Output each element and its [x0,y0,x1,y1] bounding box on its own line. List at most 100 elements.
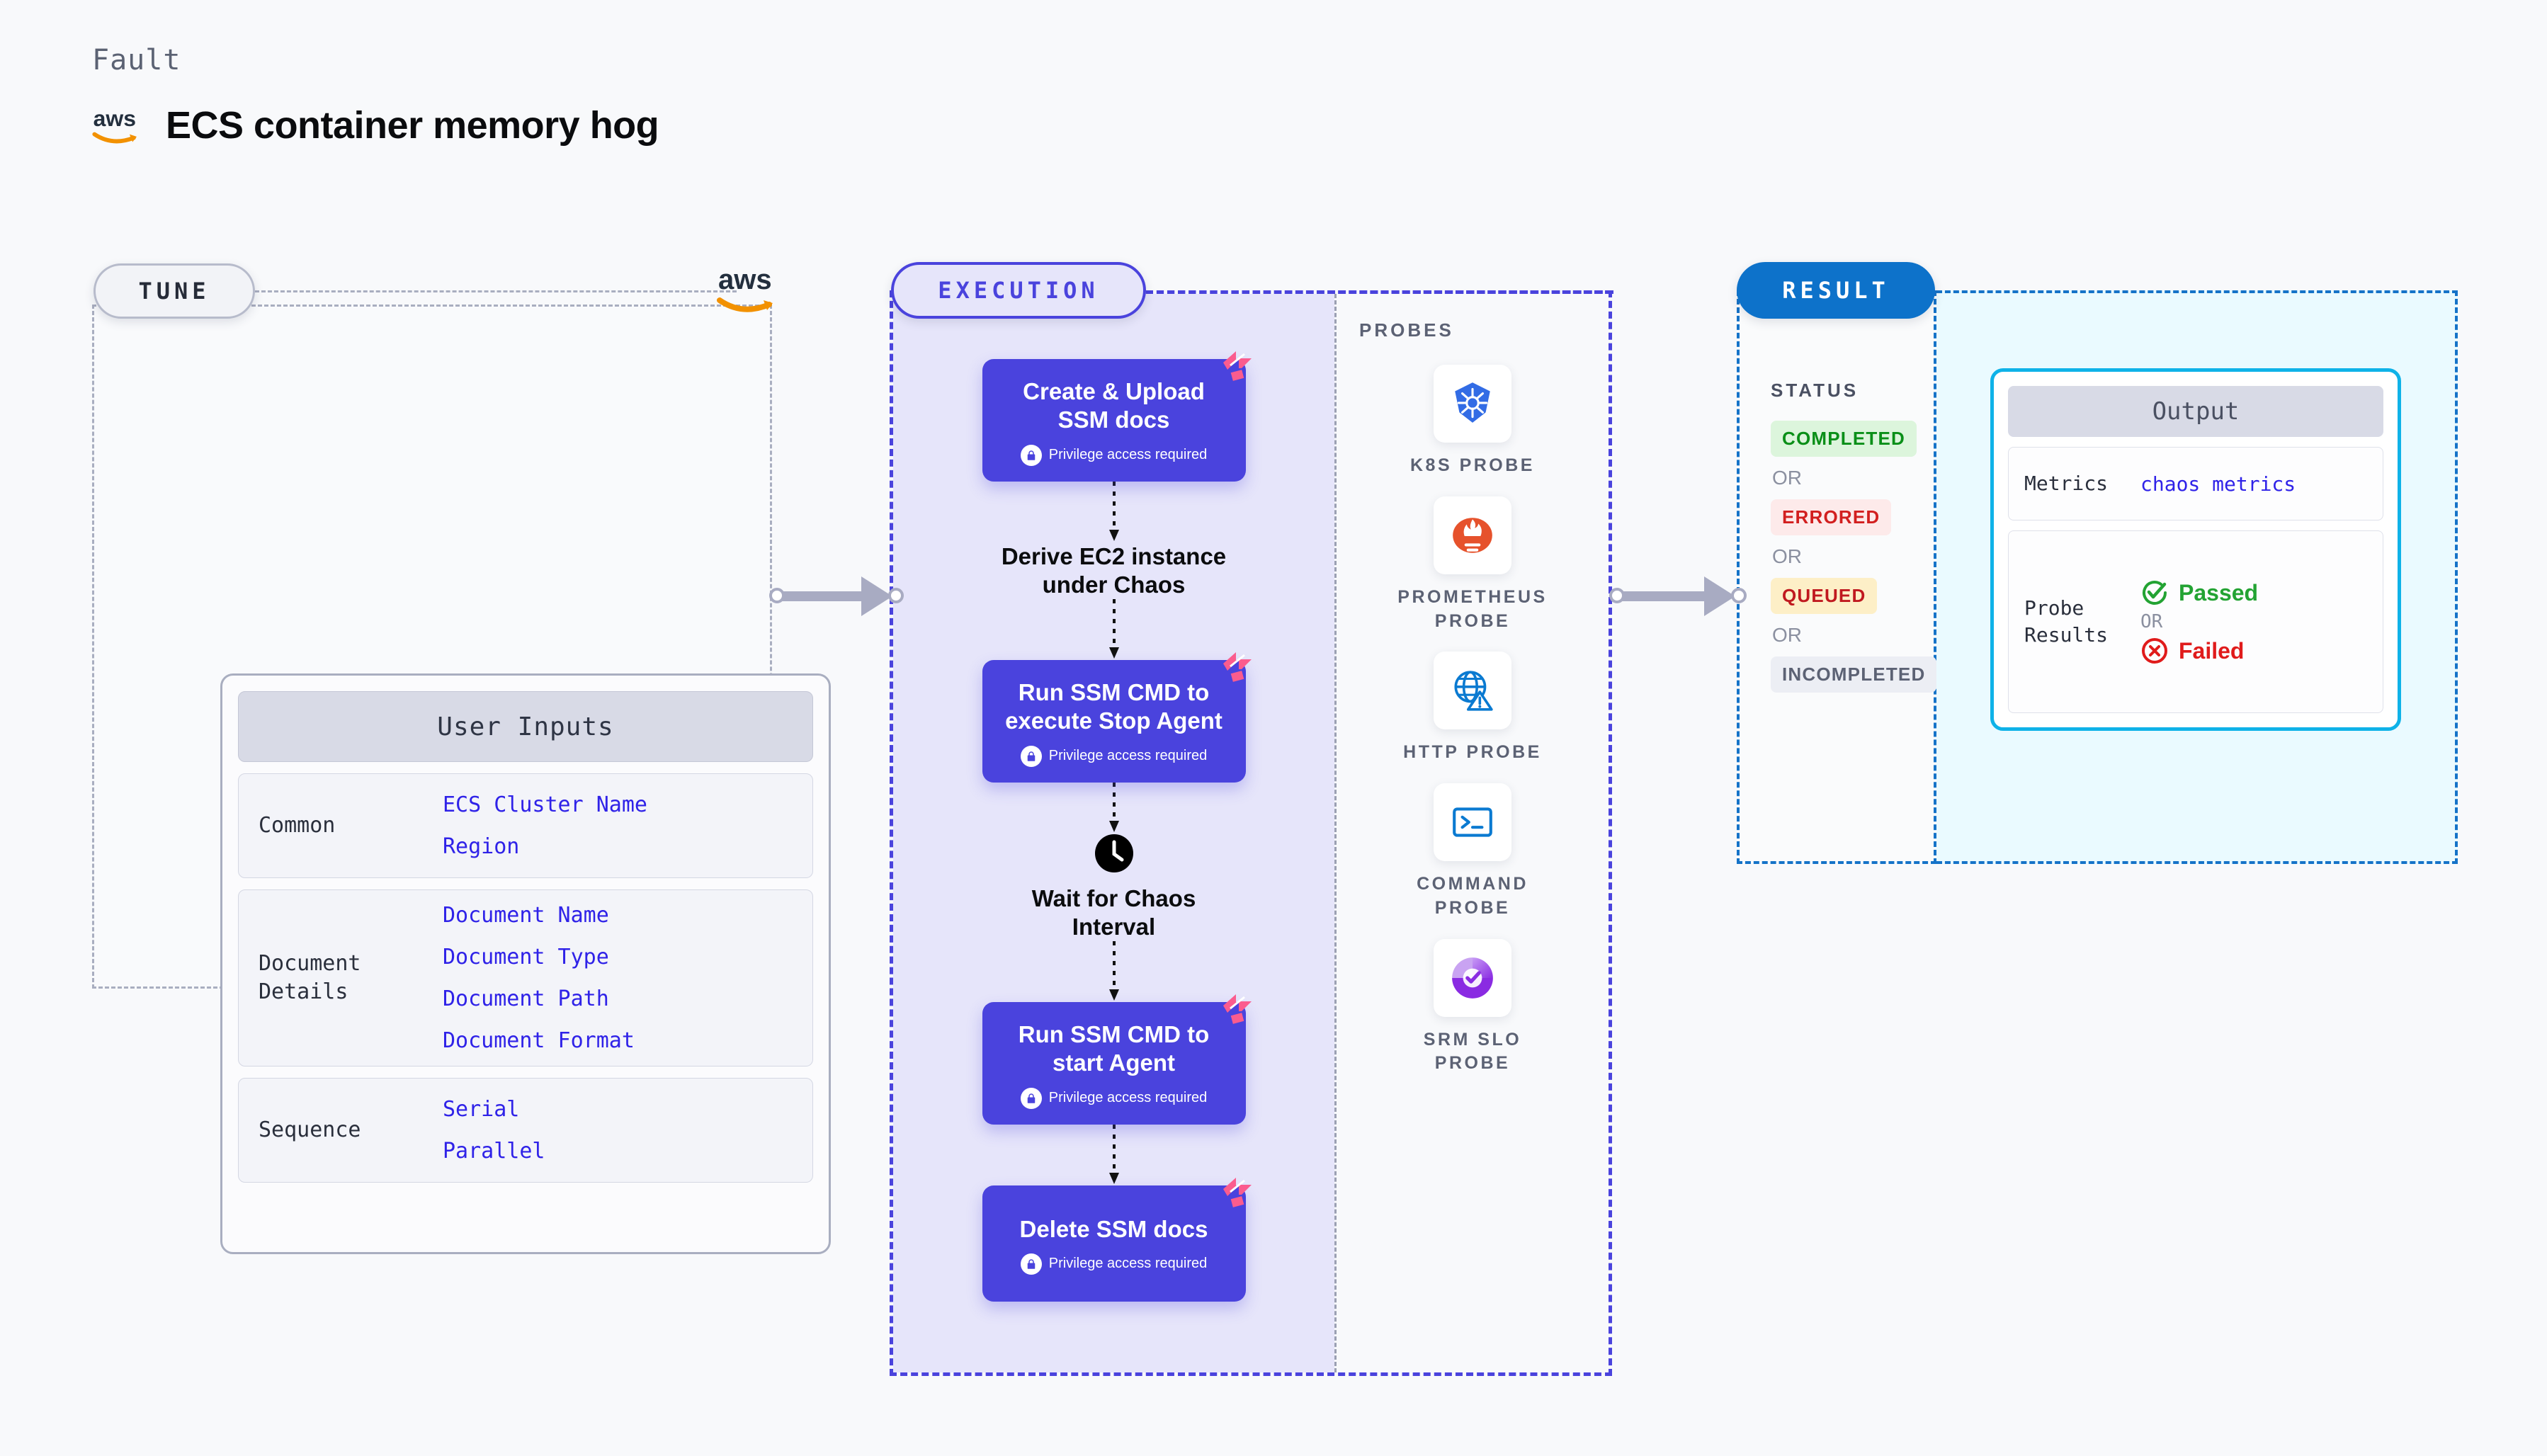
flow-node-label: Create & Upload SSM docs [1023,378,1205,433]
connector-execution-to-result [1609,567,1751,623]
terminal-icon [1434,783,1511,861]
litmus-badge-icon [1223,994,1252,1024]
execution-flow-column: Create & Upload SSM docs Privilege acces… [893,294,1334,1372]
connector-dot [888,588,904,603]
execution-header-connector [1146,290,1613,294]
connector-arrowhead [861,576,892,616]
lock-icon [1020,745,1042,767]
tune-region: User Inputs Common ECS Cluster Name Regi… [92,305,831,1254]
flow-arrow [1107,481,1121,542]
input-group-common: Common ECS Cluster Name Region [238,773,813,878]
flow-node-privilege-note: Privilege access required [995,444,1233,466]
flow-node-run-ssm-cmd-stop-agent[interactable]: Run SSM CMD to execute Stop Agent Privil… [982,652,1252,783]
input-value[interactable]: Parallel [443,1139,545,1164]
input-value[interactable]: ECS Cluster Name [443,792,647,817]
check-circle-icon [2143,581,2167,605]
prometheus-icon [1434,496,1511,574]
flow-node-label: Run SSM CMD to start Agent [1018,1021,1210,1076]
result-status-region: STATUS COMPLETED OR ERRORED OR QUEUED OR… [1737,290,1937,864]
privilege-text: Privilege access required [1048,1090,1208,1105]
page-title: ECS container memory hog [166,104,659,147]
svg-text:aws: aws [93,106,136,131]
aws-logo-icon: aws [717,264,773,312]
status-or: OR [1772,545,1802,567]
x-circle-icon [2142,638,2167,664]
flow-node-create-upload-ssm-docs[interactable]: Create & Upload SSM docs Privilege acces… [982,351,1252,482]
flow-node-delete-ssm-docs[interactable]: Delete SSM docs Privilege access require… [982,1177,1252,1302]
probe-item-k8s[interactable]: K8S PROBE [1380,365,1565,478]
stage-pill-execution[interactable]: EXECUTION [891,262,1146,319]
connector-tune-to-execution [769,567,904,623]
litmus-badge-icon [1223,652,1252,682]
kubernetes-icon [1434,365,1511,443]
input-value[interactable]: Region [443,834,520,859]
status-or: OR [1772,624,1802,646]
connector-bar [1622,591,1713,601]
failed-label: Failed [2179,637,2245,664]
litmus-badge-icon [1223,351,1252,381]
probe-result-passed: Passed [2140,579,2258,607]
flow-node-run-ssm-cmd-start-agent[interactable]: Run SSM CMD to start Agent Privilege acc… [982,994,1252,1125]
probe-result-stack: Passed OR Failed [2140,579,2258,665]
status-badge-completed: COMPLETED [1771,421,1917,457]
probe-result-or: OR [2140,611,2163,632]
clock-icon [1094,834,1133,872]
connector-dot [1731,588,1747,603]
input-value[interactable]: Document Path [443,986,609,1011]
flow-arrow [1107,1124,1121,1185]
input-value[interactable]: Document Name [443,903,609,928]
status-section-label: STATUS [1771,380,1859,401]
flow-node-privilege-note: Privilege access required [995,1253,1233,1275]
user-inputs-card: User Inputs Common ECS Cluster Name Regi… [220,673,831,1254]
flow-node-label: Run SSM CMD to execute Stop Agent [1005,679,1223,734]
execution-region: Create & Upload SSM docs Privilege acces… [890,290,1612,1376]
input-value[interactable]: Serial [443,1097,520,1122]
privilege-text: Privilege access required [1048,748,1208,763]
probes-column: PROBES K8S PROBE [1334,294,1609,1372]
flow-node-label: Delete SSM docs [1019,1215,1208,1242]
input-group-values: Document Name Document Type Document Pat… [443,903,635,1053]
srm-slo-icon [1434,938,1511,1017]
input-value[interactable]: Document Format [443,1028,635,1053]
status-badge-queued: QUEUED [1771,578,1878,614]
stage-pill-result[interactable]: RESULT [1737,262,1935,319]
tune-provider-connector [255,290,737,292]
input-value[interactable]: Document Type [443,945,609,969]
fault-kicker: Fault [92,44,181,76]
output-row-label: Metrics [2024,472,2109,496]
input-group-label: Common [259,812,336,838]
probe-item-http[interactable]: HTTP PROBE [1380,652,1565,765]
lock-icon [1020,1087,1042,1109]
flow-arrow [1107,782,1121,834]
litmus-badge-icon [1223,1177,1252,1207]
connector-bar [782,591,870,601]
input-group-label: Sequence [259,1117,361,1142]
output-row-metrics: Metrics chaos metrics [2008,447,2383,521]
input-group-values: ECS Cluster Name Region [443,792,647,859]
probes-section-label: PROBES [1359,319,1454,341]
stage-pill-tune[interactable]: TUNE [93,263,255,319]
user-inputs-title: User Inputs [238,691,813,762]
flow-node-privilege-note: Privilege access required [995,745,1233,767]
privilege-text: Privilege access required [1048,447,1208,462]
probe-label: K8S PROBE [1410,455,1535,475]
status-badge-errored: ERRORED [1771,499,1892,535]
status-badge-incompleted: INCOMPLETED [1771,656,1937,693]
input-group-values: Serial Parallel [443,1097,545,1164]
fault-title-row: aws ECS container memory hog [92,103,659,147]
page-header: Fault aws ECS container memory hog [92,44,659,147]
metrics-value[interactable]: chaos metrics [2140,472,2296,496]
